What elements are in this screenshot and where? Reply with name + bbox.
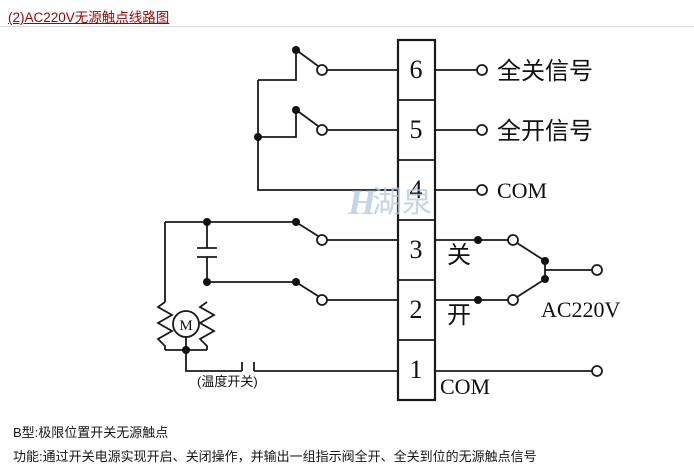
com-bottom-label: COM <box>440 374 490 399</box>
terminal-number-4: 4 <box>410 175 423 204</box>
signal-common-rail <box>257 80 398 191</box>
watermark-logo: H <box>347 182 377 222</box>
limit-switch-contact-open <box>258 106 398 138</box>
motor-switch-close <box>165 218 398 246</box>
motor-winding-left <box>156 222 174 350</box>
terminal-circle <box>591 264 603 276</box>
terminal-number-3: 3 <box>410 235 423 264</box>
terminal-circle <box>476 64 488 76</box>
title-bar: (2)AC220V无源触点线路图 <box>0 0 694 27</box>
motor-winding-right <box>198 301 216 350</box>
terminal-number-6: 6 <box>410 55 423 84</box>
terminal-circle <box>507 234 519 246</box>
terminal-circle <box>476 184 488 196</box>
watermark: H 湖泉 <box>347 182 432 222</box>
limit-switch-contact-close <box>258 46 398 81</box>
watermark-text: 湖泉 <box>372 186 432 219</box>
right-circuit: 全关信号 全开信号 COM 关 开 <box>435 58 621 399</box>
motor-label: M <box>179 318 192 334</box>
full-close-signal-label: 全关信号 <box>497 58 593 85</box>
capacitor-symbol <box>197 218 217 286</box>
junction-dot <box>254 133 262 141</box>
terminal-block: 6 5 4 3 2 1 <box>396 38 437 402</box>
page-title[interactable]: (2)AC220V无源触点线路图 <box>8 10 170 25</box>
full-open-signal-label: 全开信号 <box>497 118 593 145</box>
motor-symbol: M <box>172 310 200 354</box>
notes: B型:极限位置开关无源触点 功能:通过开关电源实现开启、关闭操作，并输出一组指示… <box>13 421 683 468</box>
terminal-circle <box>507 294 519 306</box>
junction-dot <box>474 236 482 244</box>
temperature-switch-label: (温度开关) <box>197 374 258 389</box>
power-selector-switch <box>516 242 603 298</box>
motor-switch-open <box>207 278 398 306</box>
terminal-circle <box>591 365 603 377</box>
terminal-number-2: 2 <box>410 295 423 324</box>
terminal-number-1: 1 <box>410 355 423 384</box>
terminal-number-5: 5 <box>410 115 423 144</box>
close-label: 关 <box>447 242 471 269</box>
temperature-switch-symbol <box>185 350 398 372</box>
note-function-line: 功能:通过开关电源实现开启、关闭操作，并输出一组指示阀全开、全关到位的无源触点信… <box>13 449 537 464</box>
left-circuit: M (温度开关) <box>156 46 398 389</box>
note-type-line: B型:极限位置开关无源触点 <box>13 425 169 440</box>
junction-dot <box>474 296 482 304</box>
terminal-circle <box>476 124 488 136</box>
power-label: AC220V <box>541 297 621 322</box>
circuit-diagram: M (温度开关) 6 5 4 3 2 1 <box>156 38 621 402</box>
open-label: 开 <box>447 303 471 329</box>
com-top-label: COM <box>497 178 547 203</box>
